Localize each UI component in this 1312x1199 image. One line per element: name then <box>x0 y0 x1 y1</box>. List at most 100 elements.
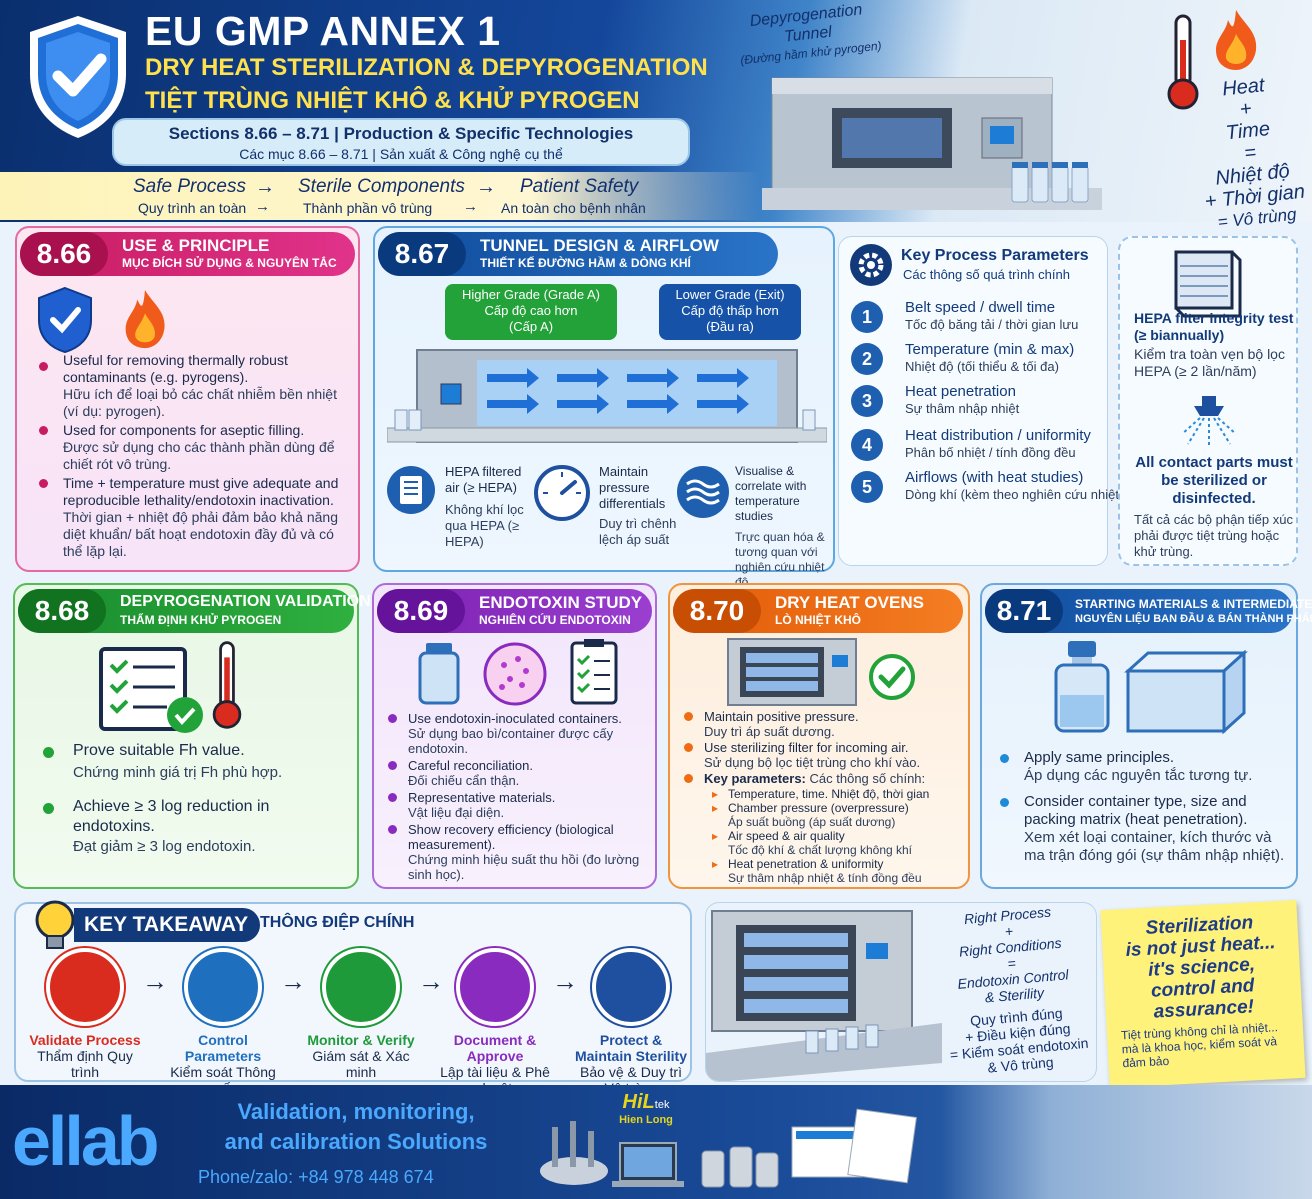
section-870-number: 8.70 <box>673 589 761 633</box>
section-870-sub1: Temperature, time. Nhiệt độ, thời gian <box>728 787 930 801</box>
section-870-header: 8.70 DRY HEAT OVENS LÒ NHIỆT KHÔ <box>673 589 963 633</box>
key-takeaway-title-vn: THÔNG ĐIỆP CHÍNH <box>260 914 415 931</box>
brand-top: HiL <box>622 1091 655 1113</box>
section-871-title: STARTING MATERIALS & INTERMEDIATES <box>1075 597 1312 611</box>
section-869-panel: 8.69 ENDOTOXIN STUDY NGHIÊN CỨU ENDOTOXI… <box>372 583 657 889</box>
arrow-right-icon: → <box>552 966 578 996</box>
page-title: EU GMP ANNEX 1 <box>145 8 501 54</box>
key-parameters-title: Key Process Parameters <box>901 247 1089 264</box>
section-868-number: 8.68 <box>18 589 106 633</box>
section-866-header: 8.66 USE & PRINCIPLE MỤC ĐÍCH SỬ DỤNG & … <box>20 232 355 276</box>
takeaway-step-icon <box>592 948 670 1026</box>
hepa-filter-icon <box>1174 250 1242 318</box>
key-parameters-panel: Key Process Parameters Các thông số quá … <box>838 236 1123 566</box>
section-870-title: DRY HEAT OVENS <box>775 593 924 612</box>
takeaway-step-icon <box>46 948 124 1026</box>
section-869-bullets: Use endotoxin-inoculated containers. Sử … <box>388 711 654 882</box>
key-takeaway-title: KEY TAKEAWAY <box>74 908 260 942</box>
arrow-right-icon: → <box>280 966 306 996</box>
section-869-title: ENDOTOXIN STUDY <box>479 593 643 612</box>
section-871-title-vn: NGUYÊN LIỆU BAN ĐẦU & BÁN THÀNH PHẨM <box>1075 613 1312 625</box>
feature-visualise-vn: Trực quan hóa & tương quan với nghiên cứ… <box>735 530 825 589</box>
section-868-title-vn: THẨM ĐỊNH KHỬ PYROGEN <box>120 613 282 627</box>
takeaway-step-en: Control Parameters <box>184 1032 262 1064</box>
section-866-title: USE & PRINCIPLE <box>122 236 270 255</box>
arrow-right-icon: → <box>463 198 478 215</box>
feature-pressure-vn: Duy trì chênh lệch áp suất <box>599 516 677 547</box>
equation-panel: Right Process + Right Conditions = Endot… <box>705 902 1097 1082</box>
note-vn: Tiệt trùng không chỉ là nhiệt... mà là k… <box>1120 1020 1279 1071</box>
parameter-number: 2 <box>851 343 883 375</box>
parameter-label-vn: Tốc độ băng tải / thời gian lưu <box>905 317 1079 332</box>
section-870-sub2-vn: Áp suất buồng (áp suất dương) <box>728 815 896 829</box>
feature-pressure-en: Maintain pressure differentials <box>599 464 666 511</box>
parameter-label: Belt speed / dwell time <box>905 299 1056 316</box>
section-870-b3-en: Key parameters: <box>704 771 806 786</box>
exit-l3: (Đầu ra) <box>706 319 754 334</box>
check-circle-icon <box>869 654 915 700</box>
parameter-number: 5 <box>851 471 883 503</box>
subtitle-vn: TIỆT TRÙNG NHIỆT KHÔ & KHỬ PYROGEN <box>145 87 640 114</box>
footer-tag2: and calibration Solutions <box>224 1129 488 1154</box>
feature-pressure: Maintain pressure differentials Duy trì … <box>599 464 689 548</box>
parameter-label: Heat penetration <box>905 383 1016 400</box>
section-869-b1-vn: Sử dụng bao bì/container được cấy endoto… <box>408 726 614 756</box>
contact-parts-vn: Tất cả các bộ phận tiếp xúc phải được ti… <box>1134 512 1293 559</box>
flow-step-3-vn: An toàn cho bệnh nhân <box>501 200 646 216</box>
section-870-b1-vn: Duy trì áp suất dương. <box>704 724 835 739</box>
flow-step-2-vn: Thành phần vô trùng <box>303 200 433 216</box>
shield-check-icon <box>30 16 126 138</box>
section-866-panel: 8.66 USE & PRINCIPLE MỤC ĐÍCH SỬ DỤNG & … <box>15 226 360 572</box>
parameter-number: 3 <box>851 385 883 417</box>
vial-icon <box>1054 641 1110 733</box>
depyrogenation-tunnel-illustration <box>762 77 1102 210</box>
section-868-b1-vn: Chứng minh giá trị Fh phù hợp. <box>73 764 283 781</box>
section-871-b1-vn: Áp dụng các nguyên tắc tương tự. <box>1024 767 1253 784</box>
oven-conveyor-illustration <box>706 910 942 1081</box>
parameter-label: Heat distribution / uniformity <box>905 427 1091 444</box>
sections-box: Sections 8.66 – 8.71 | Production & Spec… <box>112 118 690 166</box>
takeaway-step-vn: Giám sát & Xác minh <box>312 1048 410 1080</box>
checklist-icon <box>99 647 203 733</box>
footer-banner: ellab Validation, monitoring, and calibr… <box>0 1085 1312 1199</box>
grade-a-l2: Cấp độ cao hơn <box>484 303 578 318</box>
feature-hepa-en: HEPA filtered air (≥ HEPA) <box>445 464 522 495</box>
flame-icon <box>125 289 165 349</box>
takeaway-step-icon <box>184 948 262 1026</box>
ellab-logo: ellab <box>12 1102 160 1180</box>
spray-nozzle-icon <box>1181 396 1237 448</box>
hepa-test-en: HEPA filter integrity test (≥ biannually… <box>1134 310 1294 343</box>
exit-l1: Lower Grade (Exit) <box>675 287 785 302</box>
section-870-b1-en: Maintain positive pressure. <box>704 709 859 724</box>
footer-tagline: Validation, monitoring, and calibration … <box>196 1097 516 1157</box>
flow-step-1: Safe Process <box>133 176 246 197</box>
thermometer-icon <box>212 641 242 729</box>
subtitle-en: DRY HEAT STERILIZATION & DEPYROGENATION <box>145 54 708 81</box>
section-866-b1-vn: Hữu ích để loại bỏ các chất nhiễm bền nh… <box>63 386 337 419</box>
takeaway-step-icon <box>322 948 400 1026</box>
flow-step-3: Patient Safety <box>520 176 639 197</box>
section-866-title-vn: MỤC ĐÍCH SỬ DỤNG & NGUYÊN TẮC <box>122 256 337 270</box>
parameter-number: 1 <box>851 301 883 333</box>
section-871-header: 8.71 STARTING MATERIALS & INTERMEDIATES … <box>985 589 1312 633</box>
clipboard-checklist-icon <box>570 639 618 705</box>
section-870-sub3-vn: Tốc độ khí & chất lượng không khí <box>728 843 913 857</box>
hepa-test-text: HEPA filter integrity test (≥ biannually… <box>1134 310 1294 380</box>
sticky-note-text: Sterilization is not just heat... it's s… <box>1100 900 1302 1025</box>
tunnel-airflow-illustration <box>387 349 827 443</box>
footer-phone[interactable]: Phone/zalo: +84 978 448 674 <box>198 1167 434 1187</box>
section-866-b1-en: Useful for removing thermally robust con… <box>63 352 288 385</box>
section-867-title: TUNNEL DESIGN & AIRFLOW <box>480 236 719 255</box>
key-parameters-title-vn: Các thông số quá trình chính <box>903 267 1070 282</box>
grade-a-callout: Higher Grade (Grade A) Cấp độ cao hơn (C… <box>445 284 617 340</box>
heat-time-equation: Heat + Time = Nhiệt độ + Thời gian = Vô … <box>1192 71 1308 235</box>
section-870-sub4-en: Heat penetration & uniformity <box>728 857 884 871</box>
takeaway-step-en: Validate Process <box>29 1032 141 1048</box>
parameter-label-vn: Sự thâm nhập nhiệt <box>905 401 1020 416</box>
flame-icon <box>1216 10 1257 70</box>
sections-en: Sections 8.66 – 8.71 | Production & Spec… <box>168 124 634 143</box>
section-866-b2-en: Used for components for aseptic filling. <box>63 422 305 438</box>
takeaway-step-en: Document & Approve <box>453 1032 537 1064</box>
hepa-test-panel: HEPA filter integrity test (≥ biannually… <box>1118 236 1298 566</box>
feature-visualise-en: Visualise & correlate with temperature s… <box>735 464 807 523</box>
